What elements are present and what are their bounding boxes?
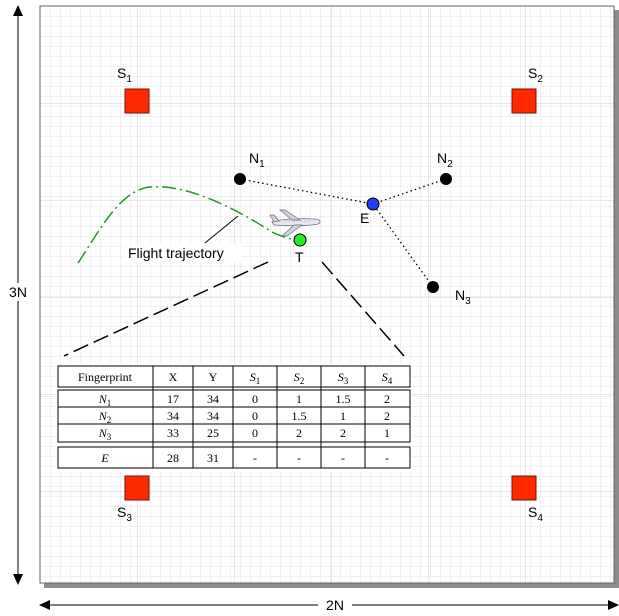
svg-text:2: 2 — [384, 392, 390, 406]
svg-text:N1: N1 — [98, 392, 112, 408]
svg-text:S2: S2 — [528, 65, 543, 85]
header-fingerprint: Fingerprint — [78, 370, 133, 384]
svg-text:25: 25 — [207, 426, 219, 440]
trajectory-label-group: Flight trajectory — [124, 215, 242, 262]
header-s3: S3 — [338, 370, 349, 386]
header-s2: S2 — [294, 370, 305, 386]
sensor-s2: S2 — [511, 65, 543, 114]
svg-text:1: 1 — [384, 426, 390, 440]
svg-text:34: 34 — [207, 392, 219, 406]
estimate-label: E — [360, 210, 369, 226]
svg-text:N2: N2 — [98, 409, 112, 425]
svg-text:E: E — [100, 451, 109, 465]
svg-text:1.5: 1.5 — [292, 409, 307, 423]
flight-trajectory — [77, 185, 301, 264]
svg-text:N2: N2 — [437, 150, 453, 170]
svg-text:1.5: 1.5 — [336, 392, 351, 406]
svg-text:-: - — [341, 451, 345, 465]
sensor-s4: S4 — [511, 475, 543, 524]
svg-text:N1: N1 — [249, 150, 265, 170]
svg-text:S4: S4 — [528, 504, 543, 524]
node-marker — [440, 173, 452, 185]
horizontal-dimension-label: 2N — [326, 597, 344, 613]
svg-text:2: 2 — [384, 409, 390, 423]
svg-text:1: 1 — [340, 409, 346, 423]
node-marker — [427, 281, 439, 293]
sensor-s1: S1 — [117, 65, 150, 114]
svg-text:31: 31 — [207, 451, 219, 465]
airplane-icon — [269, 209, 321, 237]
estimate-marker — [366, 197, 380, 211]
estimate-links — [239, 178, 447, 288]
node-n2: N2 — [437, 150, 453, 185]
table-row: N1 17 34 0 1 1.5 2 — [98, 392, 390, 408]
target-point: T — [293, 233, 307, 265]
table-row: N2 34 34 0 1.5 1 2 — [98, 409, 390, 425]
callout-lines — [63, 261, 405, 357]
trajectory-label: Flight trajectory — [128, 245, 224, 261]
svg-text:-: - — [297, 451, 301, 465]
svg-text:S1: S1 — [117, 65, 132, 85]
svg-text:0: 0 — [252, 392, 258, 406]
svg-text:17: 17 — [167, 392, 179, 406]
table-row: N3 33 25 0 2 2 1 — [98, 426, 390, 442]
header-s4: S4 — [382, 370, 393, 386]
table-header-row: Fingerprint X Y S1 S2 S3 S4 — [78, 370, 393, 386]
svg-text:2: 2 — [340, 426, 346, 440]
svg-text:S3: S3 — [117, 504, 132, 524]
svg-text:2: 2 — [296, 426, 302, 440]
vertical-dimension-label: 3N — [9, 284, 27, 300]
sensor-s3: S3 — [117, 475, 150, 524]
svg-text:34: 34 — [207, 409, 219, 423]
svg-text:0: 0 — [252, 426, 258, 440]
sensor-marker — [511, 475, 537, 501]
vertical-dimension: 3N — [3, 5, 33, 585]
sensor-marker — [124, 475, 150, 501]
node-n3: N3 — [427, 281, 471, 307]
svg-text:0: 0 — [252, 409, 258, 423]
svg-text:33: 33 — [167, 426, 179, 440]
svg-text:-: - — [253, 451, 257, 465]
header-x: X — [169, 370, 178, 384]
sensor-marker — [124, 88, 150, 114]
node-n1: N1 — [234, 150, 265, 185]
svg-text:N3: N3 — [98, 426, 112, 442]
svg-text:34: 34 — [167, 409, 179, 423]
header-y: Y — [209, 370, 218, 384]
fingerprint-table: Fingerprint X Y S1 S2 S3 S4 N1 17 34 0 1… — [56, 364, 412, 472]
svg-text:28: 28 — [167, 451, 179, 465]
estimate-point: E — [360, 197, 380, 226]
horizontal-dimension: 2N — [39, 596, 619, 613]
svg-text:1: 1 — [296, 392, 302, 406]
header-s1: S1 — [250, 370, 261, 386]
svg-text:N3: N3 — [455, 287, 471, 307]
svg-text:-: - — [385, 451, 389, 465]
table-row-estimate: E 28 31 - - - - — [100, 451, 389, 465]
sensor-marker — [511, 88, 537, 114]
node-marker — [234, 173, 246, 185]
target-marker — [293, 233, 307, 247]
target-label: T — [295, 249, 304, 265]
